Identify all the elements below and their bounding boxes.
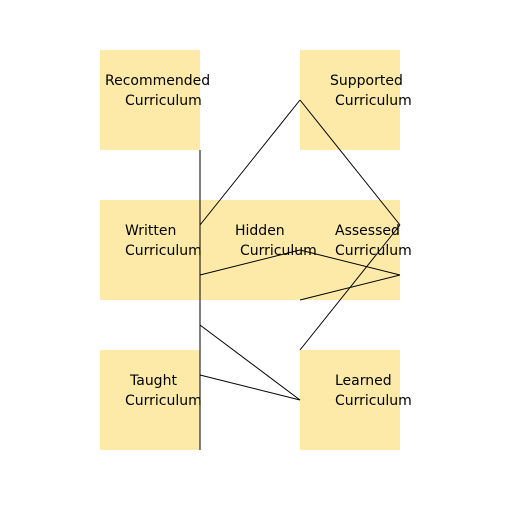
assessed-label-line1: Assessed bbox=[335, 223, 400, 239]
connectors bbox=[199, 99, 401, 450]
supported-to-assessed-line bbox=[299, 99, 401, 226]
recommended-label-line2: Curriculum bbox=[125, 93, 202, 109]
written-label-line2: Curriculum bbox=[125, 243, 202, 259]
taught-curriculum-box bbox=[100, 350, 200, 450]
learned-curriculum-box bbox=[300, 350, 400, 450]
supported-label-line2: Curriculum bbox=[335, 93, 412, 109]
supported-label-line1: Supported bbox=[330, 73, 403, 89]
recommended-curriculum-box bbox=[100, 50, 200, 150]
taught-label-line2: Curriculum bbox=[125, 393, 202, 409]
learned-label-line1: Learned bbox=[335, 373, 392, 389]
middle-band-box bbox=[100, 200, 400, 300]
written-to-supported-line bbox=[199, 99, 301, 226]
supported-curriculum-box bbox=[300, 50, 400, 150]
recommended-label-line1: Recommended bbox=[105, 73, 210, 89]
hidden-to-assessed-line bbox=[299, 249, 401, 276]
written-to-hidden-line bbox=[199, 249, 301, 276]
assessed-label-line2: Curriculum bbox=[335, 243, 412, 259]
hidden-label-line1: Hidden bbox=[235, 223, 285, 239]
written-to-learned-line bbox=[199, 324, 301, 401]
taught-to-learned-line bbox=[199, 374, 301, 401]
taught-label-line1: Taught bbox=[129, 373, 177, 389]
learned-label-line2: Curriculum bbox=[335, 393, 412, 409]
assessed-to-learned-line bbox=[299, 224, 401, 351]
hidden-label-line2: Curriculum bbox=[240, 243, 317, 259]
written-label-line1: Written bbox=[125, 223, 176, 239]
